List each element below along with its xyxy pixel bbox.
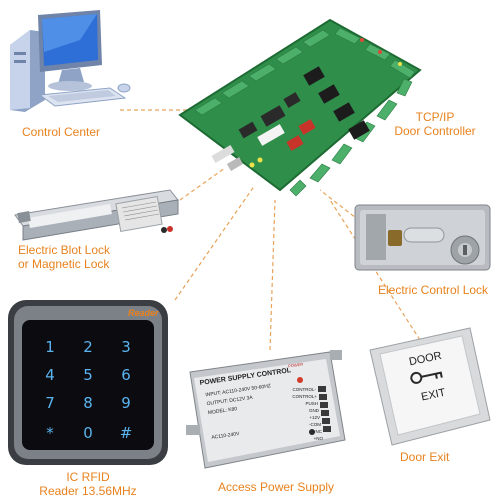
power-tag: POWER (288, 361, 304, 368)
exit-text-exit: EXIT (420, 387, 447, 404)
link-rfid (174, 184, 256, 301)
label-power-text: Access Power Supply (218, 480, 335, 494)
keypad-key[interactable]: # (120, 424, 133, 442)
power-terminal-label: CONTROL- (293, 387, 317, 392)
label-controller: TCP/IP Door Controller (380, 110, 490, 138)
keypad: 1 2 3 4 5 6 7 8 9 * 0 # (45, 338, 132, 442)
power-supply-device (186, 350, 346, 469)
keypad-key[interactable]: 6 (121, 366, 131, 384)
power-terminal-label: -COM (309, 422, 321, 427)
keypad-key[interactable]: 3 (121, 338, 131, 356)
controller-board (178, 18, 422, 197)
label-exit: Door Exit (400, 450, 449, 464)
power-terminal-label: GND (309, 408, 320, 413)
keypad-key[interactable]: 0 (83, 424, 93, 442)
label-rfid: IC RFID Reader 13.56MHz (28, 470, 148, 498)
keypad-key[interactable]: 8 (83, 394, 93, 412)
rfid-reader-device (8, 300, 168, 465)
power-terminal-label: CONTROL+ (292, 394, 317, 399)
keypad-key[interactable]: 7 (45, 394, 55, 412)
control-lock-icon (354, 204, 491, 271)
keypad-key[interactable]: 9 (121, 394, 131, 412)
label-bolt-lock: Electric Blot Lock or Magnetic Lock (18, 243, 110, 271)
power-terminal-label: PUSH (305, 401, 318, 406)
power-terminal-label: +12V (309, 415, 320, 420)
label-rfid-line2: Reader 13.56MHz (39, 484, 137, 498)
label-exit-text: Door Exit (400, 450, 450, 464)
computer-icon (10, 10, 131, 112)
keypad-key[interactable]: 4 (45, 366, 55, 384)
power-terminal-label: +NC (313, 429, 323, 434)
exit-button-device (369, 327, 491, 446)
label-bolt-lock-line1: Electric Blot Lock (18, 243, 111, 257)
label-rfid-line1: IC RFID (66, 470, 110, 484)
link-power (269, 199, 276, 351)
keypad-key[interactable]: 5 (83, 366, 93, 384)
label-control-lock-text: Electric Control Lock (378, 283, 489, 297)
link-bolt-lock (179, 167, 226, 201)
label-control-center: Control Center (22, 125, 100, 139)
power-ac-text: AC110-240V (211, 431, 240, 441)
label-control-lock: Electric Control Lock (378, 283, 488, 297)
label-controller-line1: TCP/IP (415, 110, 455, 124)
label-bolt-lock-line2: or Magnetic Lock (18, 257, 110, 271)
keypad-key[interactable]: 2 (83, 338, 93, 356)
rfid-brand-text: Reader (128, 308, 159, 318)
keypad-key[interactable]: 1 (45, 338, 55, 356)
power-terminal-label: +NO (314, 436, 324, 441)
power-spec-model: MODEL: K80 (208, 406, 238, 416)
keypad-key[interactable]: * (46, 424, 54, 442)
label-power: Access Power Supply (218, 480, 334, 494)
label-controller-line2: Door Controller (394, 124, 476, 138)
label-control-center-text: Control Center (22, 125, 101, 139)
bolt-lock-icon (14, 189, 179, 241)
